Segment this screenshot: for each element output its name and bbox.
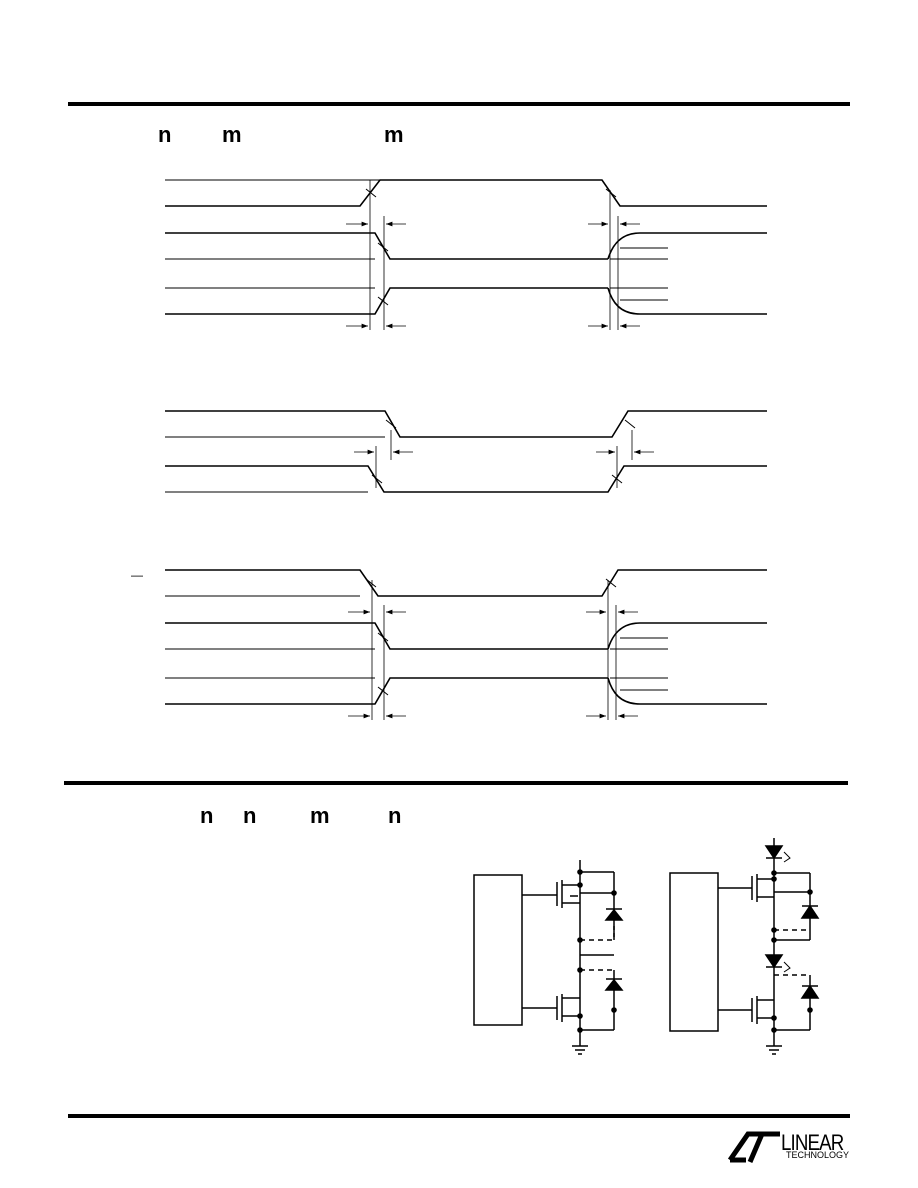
overbar-mark: — (131, 568, 143, 582)
timing-diagram-1 (165, 179, 767, 330)
logo-subtext: TECHNOLOGY (786, 1150, 850, 1160)
section1-heading-glyph: n (158, 122, 172, 147)
timing-diagrams (165, 179, 767, 720)
bottom-section-rule (68, 1114, 850, 1118)
linear-technology-logo: LINEAR TECHNOLOGY (726, 1130, 856, 1166)
timing-diagram-3 (165, 569, 767, 720)
section1-heading-glyph: m (384, 122, 404, 147)
section2-heading-glyph: n (200, 803, 214, 828)
top-section-rule (68, 102, 850, 106)
section2-heading-glyph: n (388, 803, 402, 828)
circuit-left (473, 860, 624, 1055)
circuit-schematics (473, 838, 820, 1055)
section2-heading-glyph: m (310, 803, 330, 828)
logo-wordmark: LINEAR (781, 1130, 844, 1155)
circuit-right (669, 838, 820, 1055)
lt-mark-icon (727, 1131, 780, 1163)
section2-heading-glyph: n (243, 803, 257, 828)
timing-diagram-2 (165, 410, 767, 493)
middle-section-rule (64, 781, 848, 785)
section1-heading-glyph: m (222, 122, 242, 147)
